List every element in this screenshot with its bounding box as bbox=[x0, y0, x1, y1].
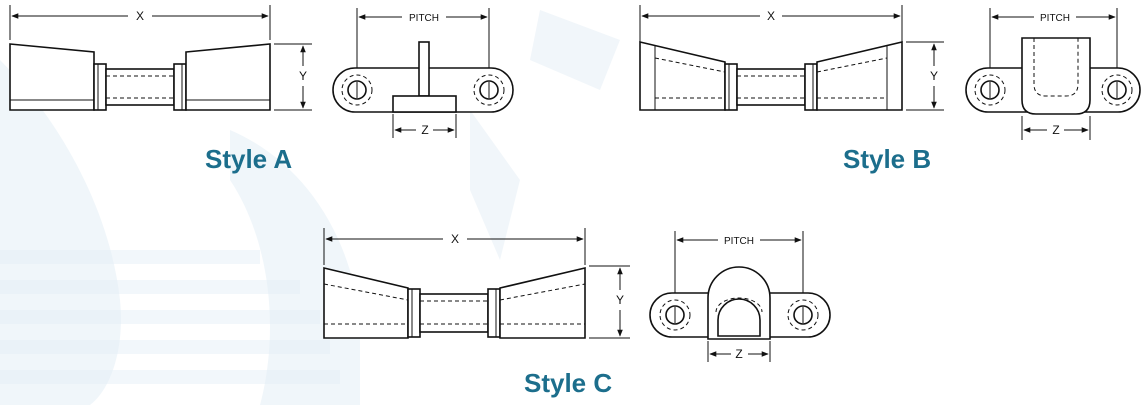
style-c-title: Style C bbox=[524, 368, 612, 398]
style-a-left-pin-dashed bbox=[341, 74, 373, 106]
style-b-center-tube bbox=[736, 68, 806, 106]
style-a-group: X Y PITCH bbox=[9, 5, 514, 174]
style-a-z-label: Z bbox=[421, 123, 428, 137]
style-a-right-cone bbox=[185, 43, 271, 111]
style-b-right-pin-dashed bbox=[1101, 74, 1133, 106]
style-c-right-collar bbox=[487, 288, 501, 338]
style-c-right-pin-dashed bbox=[787, 299, 819, 331]
style-c-center-tube bbox=[419, 293, 489, 333]
style-c-group: X Y PITCH bbox=[323, 228, 831, 398]
style-b-left-cone-dash-top bbox=[654, 57, 726, 73]
style-c-right-pin bbox=[793, 305, 813, 325]
style-b-pitch-label: PITCH bbox=[1040, 13, 1070, 24]
style-b-right-cone bbox=[816, 40, 903, 111]
style-b-right-pin bbox=[1107, 80, 1127, 100]
style-b-right-cone-dash-top bbox=[816, 57, 888, 73]
style-c-y-label: Y bbox=[616, 293, 624, 307]
style-b-left-pin bbox=[980, 80, 1000, 100]
style-c-right-cone-dash-top bbox=[499, 283, 586, 301]
style-c-left-pin bbox=[665, 305, 685, 325]
style-a-attachment-base bbox=[392, 95, 457, 113]
style-a-attachment-post bbox=[418, 41, 430, 97]
style-c-pitch-label: PITCH bbox=[724, 236, 754, 247]
style-c-right-cone bbox=[499, 266, 586, 339]
style-a-left-collar bbox=[93, 63, 107, 111]
style-a-right-pin bbox=[479, 80, 499, 100]
style-a-right-pin-dashed bbox=[473, 74, 505, 106]
style-a-center-tube bbox=[105, 68, 175, 106]
style-b-right-collar bbox=[804, 63, 818, 111]
style-b-left-cone bbox=[639, 40, 726, 111]
style-c-attachment-hidden-arc bbox=[715, 297, 763, 313]
style-c-attachment-loop bbox=[707, 266, 771, 340]
style-c-left-collar bbox=[407, 288, 421, 338]
style-c-left-cone-dash-top bbox=[323, 283, 409, 301]
style-a-y-label: Y bbox=[299, 69, 307, 83]
style-a-pitch-label: PITCH bbox=[409, 13, 439, 24]
style-b-left-collar bbox=[724, 63, 738, 111]
style-a-x-label: X bbox=[136, 9, 144, 23]
style-c-left-pin-dashed bbox=[659, 299, 691, 331]
style-c-x-label: X bbox=[451, 232, 459, 246]
style-b-y-label: Y bbox=[930, 69, 938, 83]
style-c-attachment-opening bbox=[717, 298, 761, 337]
style-b-left-pin-dashed bbox=[974, 74, 1006, 106]
style-a-title: Style A bbox=[205, 144, 292, 174]
style-a-right-collar bbox=[173, 63, 187, 111]
style-b-x-label: X bbox=[767, 9, 775, 23]
style-b-title: Style B bbox=[843, 144, 931, 174]
style-c-left-cone bbox=[323, 266, 409, 339]
style-b-attachment-block bbox=[1021, 37, 1091, 115]
style-c-z-label: Z bbox=[735, 347, 742, 361]
style-a-left-pin bbox=[347, 80, 367, 100]
style-b-group: X Y PITCH bbox=[639, 5, 1141, 174]
style-b-z-label: Z bbox=[1052, 123, 1059, 137]
style-b-attachment-hidden bbox=[1033, 38, 1079, 97]
